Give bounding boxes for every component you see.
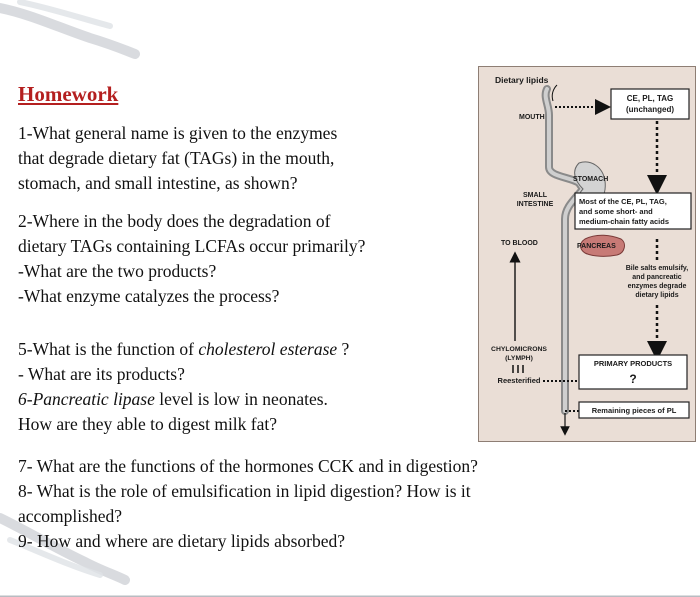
question-2-line-1: 2-Where in the body does the degradation… xyxy=(18,211,331,231)
question-8-line-2: accomplished? xyxy=(18,506,122,526)
chylomicrons-label-1: CHYLOMICRONS xyxy=(491,346,547,353)
most-of-ce-line-2: and some short- and xyxy=(579,207,653,216)
question-6-sub: How are they able to digest milk fat? xyxy=(18,414,278,434)
remaining-pieces-box xyxy=(578,401,690,419)
question-2-line-4: -What enzyme catalyzes the process? xyxy=(18,286,280,306)
mouth-label: MOUTH xyxy=(519,114,545,121)
question-9: 9- How and where are dietary lipids abso… xyxy=(18,531,346,551)
chylomicron-marks xyxy=(512,365,524,373)
question-7: 7- What are the functions of the hormone… xyxy=(18,456,478,476)
question-6-text: level is low in neonates. xyxy=(154,389,328,409)
most-of-ce-line-1: Most of the CE, PL, TAG, xyxy=(579,197,667,206)
to-blood-label: TO BLOOD xyxy=(501,240,538,247)
primary-products-label: PRIMARY PRODUCTS xyxy=(594,359,672,368)
question-5-text-a: 5-What is the function of xyxy=(18,339,199,359)
reesterified-label: Reesterified xyxy=(498,376,541,385)
bile-note-line-3: enzymes degrade xyxy=(628,283,687,290)
small-intestine-label-2: INTESTINE xyxy=(517,201,554,208)
most-of-ce-line-3: medium-chain fatty acids xyxy=(579,217,669,226)
question-6-enzyme: 6-Pancreatic lipase xyxy=(18,389,155,409)
bile-note-line-4: dietary lipids xyxy=(635,292,678,299)
question-2-line-3: -What are the two products? xyxy=(18,261,217,281)
question-6: 6-Pancreatic lipase level is low in neon… xyxy=(18,388,328,410)
primary-products-question: ? xyxy=(629,372,636,386)
question-5-enzyme: cholesterol esterase xyxy=(198,339,338,359)
remaining-pieces-label: Remaining pieces of PL xyxy=(592,406,677,415)
pancreas-shape xyxy=(580,234,625,257)
question-1-line-3: stomach, and small intestine, as shown? xyxy=(18,173,298,193)
question-8-line-1: 8- What is the role of emulsification in… xyxy=(18,481,471,501)
unchanged-box-line-1: CE, PL, TAG xyxy=(627,94,674,103)
primary-products-box xyxy=(578,354,688,390)
question-1-line-1: 1-What general name is given to the enzy… xyxy=(18,123,338,143)
lipid-digestion-diagram: Dietary lipids MOUTH CE, PL, TAG (unchan… xyxy=(491,75,692,436)
question-1-line-2: that degrade dietary fat (TAGs) in the m… xyxy=(18,148,335,168)
most-of-ce-box xyxy=(574,192,692,230)
question-5-sub: - What are its products? xyxy=(18,364,185,384)
question-2-line-2: dietary TAGs containing LCFAs occur prim… xyxy=(18,236,366,256)
chylomicrons-label-2: (LYMPH) xyxy=(505,355,533,362)
pancreas-label: PANCREAS xyxy=(577,243,616,250)
question-5-text-b: ? xyxy=(337,339,350,359)
bile-note-line-1: Bile salts emulsify, xyxy=(626,265,689,272)
unchanged-box-line-2: (unchanged) xyxy=(626,105,674,114)
small-intestine-label-1: SMALL xyxy=(523,192,548,199)
unchanged-box xyxy=(610,88,690,120)
lipid-digestion-figure: Dietary lipids MOUTH CE, PL, TAG (unchan… xyxy=(478,66,696,442)
bile-note-line-2: and pancreatic xyxy=(632,274,682,281)
dietary-lipids-label: Dietary lipids xyxy=(495,75,549,85)
question-5: 5-What is the function of cholesterol es… xyxy=(18,338,349,360)
homework-title: Homework xyxy=(18,82,119,106)
stomach-label: STOMACH xyxy=(573,176,608,183)
